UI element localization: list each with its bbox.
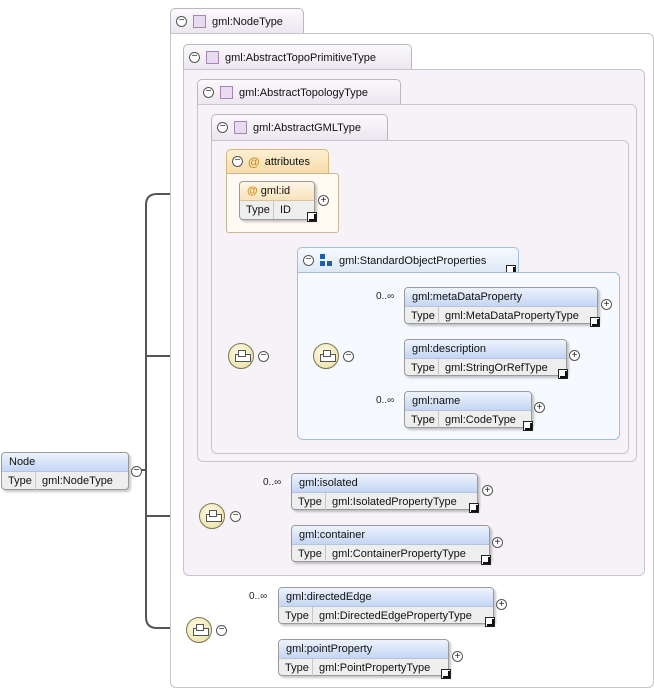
- sequence-compositor-icon[interactable]: [199, 503, 225, 529]
- type-value: gml:DirectedEdgePropertyType: [319, 610, 472, 622]
- collapse-icon[interactable]: −: [176, 16, 187, 27]
- type-key: Type: [292, 545, 326, 563]
- abstract-gml-type-tab[interactable]: − gml:AbstractGMLType: [211, 114, 388, 140]
- element-gml-directededge[interactable]: gml:directedEdge Type gml:DirectedEdgePro…: [278, 587, 494, 625]
- element-name: gml:metaDataProperty: [405, 288, 597, 307]
- collapse-icon[interactable]: −: [303, 255, 314, 266]
- element-gml-metadataproperty[interactable]: gml:metaDataProperty Type gml:MetaDataPro…: [404, 287, 598, 325]
- expand-icon[interactable]: +: [492, 537, 503, 548]
- collapse-icon[interactable]: −: [131, 466, 142, 477]
- element-gml-pointproperty[interactable]: gml:pointProperty Type gml:PointPropertyT…: [278, 639, 449, 677]
- collapse-icon[interactable]: −: [217, 122, 228, 133]
- complex-type-icon: [206, 51, 219, 64]
- complex-type-icon: [234, 121, 247, 134]
- shortcut-icon[interactable]: [441, 669, 451, 679]
- collapse-icon[interactable]: −: [189, 52, 200, 63]
- shortcut-icon[interactable]: [469, 503, 479, 513]
- type-value: gml:CodeType: [445, 414, 516, 426]
- element-gml-description[interactable]: gml:description Type gml:StringOrRefType: [404, 339, 567, 377]
- abstract-topo-primitive-type-tab[interactable]: − gml:AbstractTopoPrimitiveType: [183, 44, 412, 70]
- group-icon: [320, 254, 333, 267]
- element-name: gml:directedEdge: [279, 588, 493, 607]
- node-type-tab[interactable]: − gml:NodeType: [170, 8, 304, 34]
- collapse-icon[interactable]: −: [203, 87, 214, 98]
- collapse-icon[interactable]: −: [230, 511, 241, 522]
- type-value: gml:NodeType: [42, 475, 113, 487]
- expand-icon[interactable]: +: [601, 299, 612, 310]
- shortcut-icon[interactable]: [307, 212, 317, 222]
- expand-icon[interactable]: +: [569, 350, 580, 361]
- attribute-name-text: gml:id: [260, 185, 291, 197]
- node-type-label: gml:NodeType: [212, 15, 283, 28]
- element-name: gml:name: [405, 392, 531, 411]
- complex-type-icon: [193, 15, 206, 28]
- type-key: Type: [405, 307, 439, 325]
- standard-object-properties-label: gml:StandardObjectProperties: [339, 254, 487, 267]
- type-key: Type: [292, 493, 326, 511]
- shortcut-icon[interactable]: [485, 617, 495, 627]
- cardinality-label: 0..∞: [376, 395, 395, 406]
- complex-type-icon: [220, 86, 233, 99]
- type-key: Type: [279, 659, 313, 677]
- abstract-topo-primitive-type-label: gml:AbstractTopoPrimitiveType: [225, 51, 376, 64]
- collapse-icon[interactable]: −: [232, 156, 243, 167]
- attribute-name: @ gml:id: [240, 182, 314, 201]
- expand-icon[interactable]: +: [482, 485, 493, 496]
- attribute-icon: @: [248, 154, 260, 169]
- type-key: Type: [405, 359, 439, 377]
- shortcut-icon[interactable]: [590, 317, 600, 327]
- element-gml-isolated[interactable]: gml:isolated Type gml:IsolatedPropertyTyp…: [291, 473, 478, 511]
- shortcut-icon[interactable]: [558, 369, 568, 379]
- abstract-topology-type-tab[interactable]: − gml:AbstractTopologyType: [197, 79, 401, 105]
- type-value: ID: [280, 204, 291, 216]
- expand-icon[interactable]: +: [318, 195, 329, 206]
- element-gml-container[interactable]: gml:container Type gml:ContainerPropertyT…: [291, 525, 490, 563]
- sequence-compositor-icon[interactable]: [228, 343, 254, 369]
- root-element-node[interactable]: Node Type gml:NodeType: [1, 452, 129, 490]
- type-key: Type: [2, 472, 36, 490]
- expand-icon[interactable]: +: [452, 651, 463, 662]
- cardinality-label: 0..∞: [249, 591, 268, 602]
- type-key: Type: [240, 201, 274, 219]
- element-name: gml:container: [292, 526, 489, 545]
- standard-object-properties-tab[interactable]: − gml:StandardObjectProperties: [297, 247, 519, 273]
- type-key: Type: [405, 411, 439, 429]
- element-name: gml:description: [405, 340, 566, 359]
- attributes-label: attributes: [264, 155, 310, 168]
- type-value: gml:PointPropertyType: [319, 662, 431, 674]
- type-value: gml:ContainerPropertyType: [332, 548, 466, 560]
- type-value: gml:MetaDataPropertyType: [445, 310, 579, 322]
- collapse-icon[interactable]: −: [258, 351, 269, 362]
- shortcut-icon[interactable]: [523, 421, 533, 431]
- abstract-gml-type-label: gml:AbstractGMLType: [253, 121, 361, 134]
- expand-icon[interactable]: +: [496, 599, 507, 610]
- element-name: gml:isolated: [292, 474, 477, 493]
- attributes-tab[interactable]: − @ attributes: [226, 149, 329, 173]
- type-value: gml:IsolatedPropertyType: [332, 496, 457, 508]
- attribute-gml-id[interactable]: @ gml:id Type ID: [239, 181, 315, 220]
- expand-icon[interactable]: +: [534, 402, 545, 413]
- cardinality-label: 0..∞: [263, 477, 282, 488]
- type-key: Type: [279, 607, 313, 625]
- element-name: gml:pointProperty: [279, 640, 448, 659]
- cardinality-label: 0..∞: [376, 291, 395, 302]
- sequence-compositor-icon[interactable]: [186, 617, 212, 643]
- element-name: Node: [2, 453, 128, 472]
- collapse-icon[interactable]: −: [216, 625, 227, 636]
- type-value: gml:StringOrRefType: [445, 362, 548, 374]
- collapse-icon[interactable]: −: [343, 351, 354, 362]
- shortcut-icon[interactable]: [481, 555, 491, 565]
- attribute-icon: @: [247, 185, 258, 197]
- element-gml-name[interactable]: gml:name Type gml:CodeType: [404, 391, 532, 429]
- sequence-compositor-icon[interactable]: [313, 343, 339, 369]
- abstract-topology-type-label: gml:AbstractTopologyType: [239, 86, 369, 99]
